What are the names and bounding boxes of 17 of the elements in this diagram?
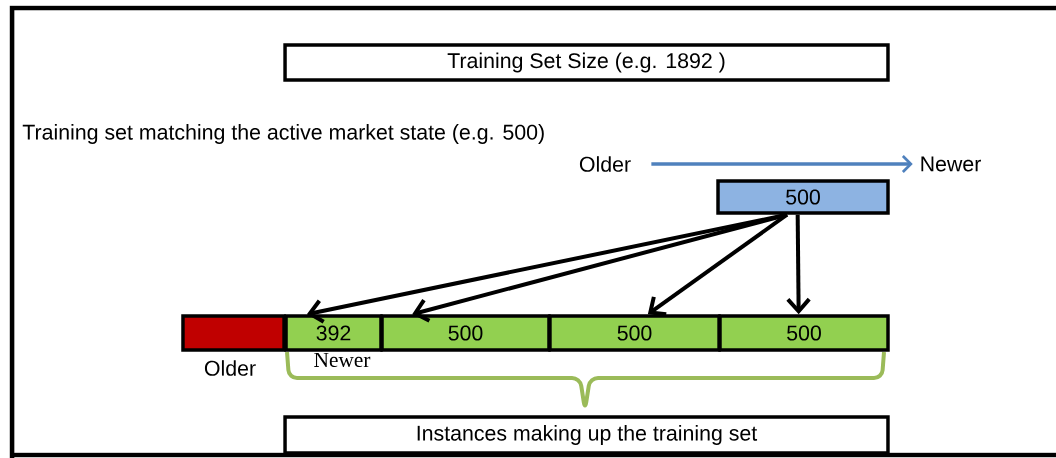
block-box: 500	[716, 179, 890, 215]
caption-box: Instances making up the training set	[283, 415, 890, 455]
segment-box: 500	[718, 314, 890, 352]
segment-box: 392	[284, 314, 383, 352]
title-box: Training Set Size (e.g. 1892 )	[283, 43, 890, 82]
heading-text: Training set matching the active market state (e.g. 500)	[22, 124, 544, 144]
arrow	[412, 212, 788, 323]
arrow	[786, 214, 811, 315]
arrow	[651, 155, 913, 173]
end-label: Newer	[314, 352, 371, 368]
segment-box: 500	[548, 314, 721, 352]
axis-label: Newer	[921, 156, 981, 172]
arrow	[647, 213, 789, 317]
segment-box: 500	[380, 314, 551, 352]
segment-box	[181, 314, 286, 352]
end-label: Older	[204, 360, 256, 376]
axis-label: Older	[579, 156, 631, 172]
